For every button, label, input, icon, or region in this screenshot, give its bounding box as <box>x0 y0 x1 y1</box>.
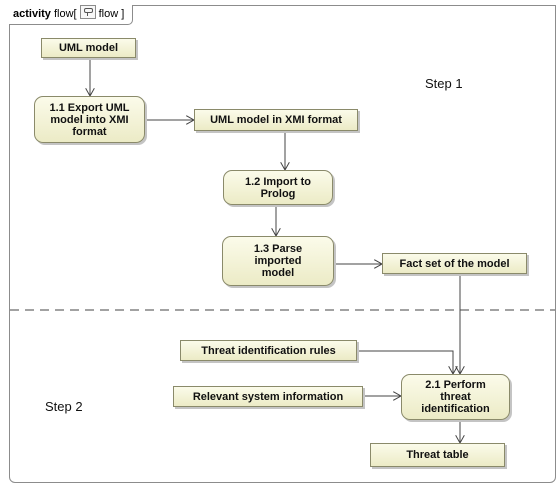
uml-xmi-node[interactable]: UML model in XMI format <box>194 109 358 131</box>
parse-model-action[interactable]: 1.3 Parse imported model <box>222 236 334 286</box>
system-info-node[interactable]: Relevant system information <box>173 386 363 407</box>
step-1-label: Step 1 <box>425 76 463 91</box>
threat-rules-node[interactable]: Threat identification rules <box>180 340 357 361</box>
frame-bracket-open: [ <box>73 8 77 20</box>
step-2-label: Step 2 <box>45 399 83 414</box>
uml-model-node[interactable]: UML model <box>41 38 136 58</box>
fact-set-node[interactable]: Fact set of the model <box>382 253 527 274</box>
frame-bracket-close: ] <box>118 8 125 20</box>
perform-threat-action[interactable]: 2.1 Perform threat identification <box>401 374 510 420</box>
frame-header-tab: activity flow[flow ] <box>9 5 134 25</box>
activity-diagram-icon <box>79 5 96 19</box>
import-prolog-action[interactable]: 1.2 Import to Prolog <box>223 170 333 205</box>
frame-name-label: flow <box>53 8 74 20</box>
threat-table-node[interactable]: Threat table <box>370 443 505 467</box>
frame-kind-label: activity <box>13 8 51 20</box>
export-xmi-action[interactable]: 1.1 Export UML model into XMI format <box>34 96 145 143</box>
edge-rules-to-perform <box>357 350 453 374</box>
frame-diagram-name: flow <box>98 8 119 20</box>
